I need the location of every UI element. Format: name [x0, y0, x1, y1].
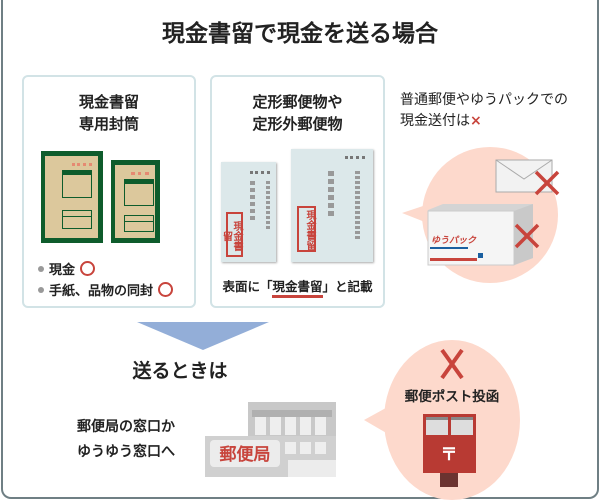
panel-title-line2: 定形外郵便物	[252, 115, 343, 133]
ok-circle-icon	[80, 261, 96, 276]
panel-title-line1: 現金書留	[78, 93, 139, 111]
send-heading: 送るときは	[132, 360, 228, 382]
mail-panel: 定形郵便物や 定形外郵便物 現金書留 現金書留 表面に「現金書留」と記載	[210, 75, 385, 308]
postbox-icon: 〒	[423, 414, 476, 487]
caption-prefix: 表面に「	[222, 279, 273, 294]
small-cash-envelope-icon	[111, 160, 160, 243]
panel-title-line2: 専用封筒	[78, 115, 139, 133]
postbox-label: 郵便ポスト投函	[405, 388, 500, 405]
nonstandard-mail-envelope-icon: 現金書留	[291, 149, 373, 262]
postbox-illustration: 郵便ポスト投函 〒	[364, 340, 520, 500]
cash-registered-stamp: 現金書留	[221, 212, 243, 257]
bubble-pointer	[402, 202, 435, 226]
post-office-sign: 郵便局	[220, 444, 271, 465]
not-allowed-line1: 普通郵便やゆうパックでの	[400, 92, 568, 108]
cross-mark-icon: ×	[470, 113, 482, 129]
caption-suffix: 」と記載	[322, 279, 373, 294]
send-instructions: 郵便局の窓口か ゆうゆう窓口へ	[65, 415, 175, 465]
not-allowed-text: 普通郵便やゆうパックでの 現金送付は×	[400, 90, 568, 132]
send-line1: 郵便局の窓口か	[77, 419, 175, 435]
mail-caption: 表面に「現金書留」と記載	[212, 276, 383, 298]
yu-pack-label: ゆうパック	[431, 235, 477, 246]
cross-icon	[514, 223, 540, 249]
envelope-panel: 現金書留 専用封筒 現金 手紙、品物の同封	[22, 75, 196, 308]
not-allowed-illustration: ゆうパック	[402, 147, 560, 283]
bullet-label: 手紙、品物の同封	[49, 284, 154, 299]
bullet-label: 現金	[49, 263, 76, 278]
large-cash-envelope-icon	[41, 151, 103, 243]
bullet-letter: 手紙、品物の同封	[38, 280, 174, 299]
ok-circle-icon	[158, 282, 174, 297]
post-office-building-icon: 郵便局	[205, 402, 336, 477]
bubble-pointer	[364, 403, 395, 438]
caption-highlight: 現金書留	[272, 279, 323, 298]
cross-icon	[534, 170, 560, 196]
bullet-cash: 現金	[38, 259, 96, 278]
yu-pack-box-icon: ゆうパック	[427, 204, 533, 266]
standard-mail-envelope-icon: 現金書留	[221, 162, 276, 262]
panel-title-line1: 定形郵便物や	[252, 93, 343, 111]
page-title: 現金書留で現金を送る場合	[162, 21, 438, 47]
postal-mark-icon: 〒	[441, 445, 458, 465]
cross-icon	[440, 348, 464, 380]
cash-registered-stamp: 現金書留	[297, 206, 316, 252]
down-arrow-icon	[137, 322, 269, 350]
send-line2: ゆうゆう窓口へ	[77, 444, 175, 460]
not-allowed-line2: 現金送付は	[400, 113, 470, 129]
